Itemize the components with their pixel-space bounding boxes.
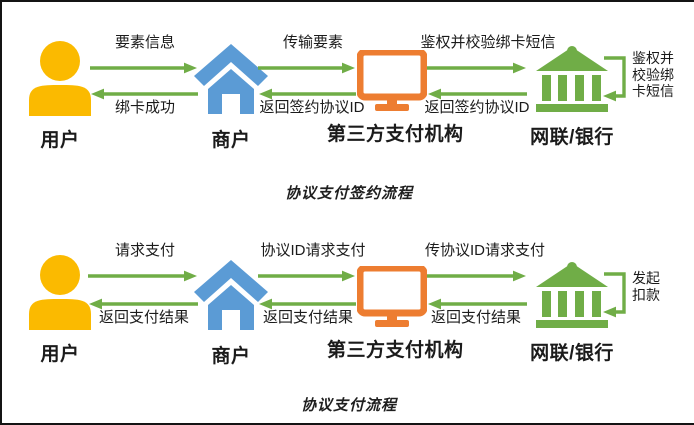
monitor-icon <box>356 48 428 112</box>
node-user-pay: 用户 <box>16 254 104 366</box>
selfloop-arrow-bank-pay <box>602 270 628 318</box>
monitor-icon <box>356 264 428 328</box>
edge-label-merchant-psp-pay-fwd: 协议ID请求支付 <box>260 242 366 259</box>
edge-label-bank-psp-back: 返回签约协议ID <box>424 99 530 116</box>
bank-icon <box>534 260 610 330</box>
node-label-psp-pay: 第三方支付机构 <box>327 340 464 361</box>
edge-label-psp-merchant-back: 返回签约协议ID <box>259 99 365 116</box>
selfloop-arrow-bank-sign <box>602 54 628 102</box>
edge-label-psp-bank-fwd: 鉴权并校验绑卡短信 <box>420 34 556 51</box>
bank-icon <box>534 44 610 114</box>
node-label-merchant-pay: 商户 <box>211 346 251 367</box>
edge-label-user-merchant-fwd: 要素信息 <box>114 34 175 51</box>
arrow-user-to-merchant <box>90 62 198 76</box>
node-label-merchant: 商户 <box>211 130 251 151</box>
node-label-user: 用户 <box>40 130 80 151</box>
edge-label-bank-psp-pay-back: 返回支付结果 <box>430 309 521 326</box>
node-user: 用户 <box>16 40 104 152</box>
house-icon <box>192 258 270 332</box>
arrow-psp-to-merchant-pay <box>258 298 356 312</box>
node-bank: 网联/银行 <box>522 44 622 149</box>
edge-label-psp-merchant-pay-back: 返回支付结果 <box>262 309 353 326</box>
node-label-user-pay: 用户 <box>40 344 80 365</box>
arrow-merchant-to-psp-pay <box>258 270 356 284</box>
selfloop-label-bank-sign: 鉴权并 校验绑 卡短信 <box>632 50 674 100</box>
arrow-user-to-merchant-pay <box>88 270 198 284</box>
arrow-merchant-to-user <box>90 88 198 102</box>
arrow-psp-to-bank-pay <box>427 270 527 284</box>
person-icon <box>27 40 93 116</box>
edge-label-merchant-user-back: 绑卡成功 <box>114 99 175 116</box>
edge-label-merchant-psp-fwd: 传输要素 <box>282 34 343 51</box>
caption-pay-flow: 协议支付流程 <box>300 397 397 414</box>
sign-flow-diagram: 用户 商户 第三方支付机构 <box>2 2 694 214</box>
selfloop-label-bank-pay: 发起 扣款 <box>632 270 660 303</box>
arrow-merchant-to-psp <box>258 62 356 76</box>
arrow-bank-to-psp-pay <box>427 298 527 312</box>
node-label-bank: 网联/银行 <box>530 127 614 148</box>
person-icon <box>27 254 93 330</box>
node-psp: 第三方支付机构 <box>327 48 464 146</box>
node-label-bank-pay: 网联/银行 <box>530 343 614 364</box>
node-merchant: 商户 <box>186 42 276 152</box>
node-bank-pay: 网联/银行 <box>522 260 622 365</box>
arrow-psp-to-bank <box>427 62 527 76</box>
node-merchant-pay: 商户 <box>186 258 276 368</box>
node-label-psp: 第三方支付机构 <box>327 124 464 145</box>
node-psp-pay: 第三方支付机构 <box>327 264 464 362</box>
edge-label-psp-bank-pay-fwd: 传协议ID请求支付 <box>424 242 545 259</box>
caption-sign-flow: 协议支付签约流程 <box>284 185 413 202</box>
edge-label-user-merchant-pay-fwd: 请求支付 <box>114 242 175 259</box>
edge-label-merchant-user-pay-back: 返回支付结果 <box>98 309 189 326</box>
arrow-merchant-to-user-pay <box>88 298 198 312</box>
arrow-bank-to-psp <box>427 88 527 102</box>
pay-flow-diagram: 用户 商户 第三方支付机构 <box>2 214 694 423</box>
arrow-psp-to-merchant <box>258 88 356 102</box>
house-icon <box>192 42 270 116</box>
